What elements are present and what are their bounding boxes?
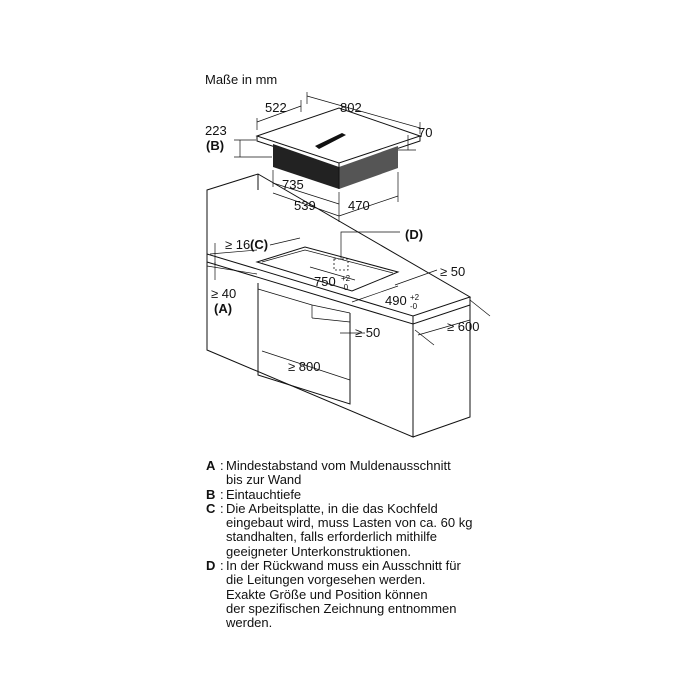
cooktop-dimensions <box>234 92 421 222</box>
legend-item-d: D: In der Rückwand muss ein Ausschnitt f… <box>206 558 526 631</box>
legend-separator: : <box>220 500 224 516</box>
legend-key: B <box>206 486 216 502</box>
vent-strip-icon <box>315 133 346 149</box>
dim-735: 735 <box>282 177 304 192</box>
legend-key: C <box>206 500 216 516</box>
dim-70: 70 <box>418 125 432 140</box>
legend-item-b: B: Eintauchtiefe <box>206 486 526 502</box>
dim-40: ≥ 40 <box>211 286 236 301</box>
legend-text: Mindestabstand vom Muldenausschnitt bis … <box>226 458 451 488</box>
worktop-dimensions <box>206 237 491 381</box>
dim-b: (B) <box>206 138 224 153</box>
legend-text: In der Rückwand muss ein Ausschnitt für … <box>226 558 461 631</box>
dim-223: 223 <box>205 123 227 138</box>
dim-490-tol-minus: -0 <box>410 302 418 311</box>
legend-key: A <box>206 458 216 473</box>
dim-750-tol-plus: +2 <box>341 274 351 283</box>
legend-key: D <box>206 558 216 574</box>
dim-750-tol-minus: -0 <box>341 283 349 292</box>
legend-separator: : <box>220 558 224 574</box>
legend-item-a: A: Mindestabstand vom Muldenausschnitt b… <box>206 458 526 488</box>
dim-539: 539 <box>294 198 316 213</box>
legend-text: Eintauchtiefe <box>226 486 302 502</box>
legend: A: Mindestabstand vom Muldenausschnitt b… <box>206 458 526 631</box>
worktop-cabinet-drawing <box>206 173 472 438</box>
dim-800: ≥ 800 <box>288 359 320 374</box>
dim-50-below: ≥ 50 <box>355 325 380 340</box>
dim-802: 802 <box>340 100 362 115</box>
dim-d: (D) <box>405 227 423 242</box>
dim-750: 750 <box>314 274 336 289</box>
legend-separator: : <box>220 486 224 502</box>
dim-522: 522 <box>265 100 287 115</box>
legend-separator: : <box>220 458 224 473</box>
dim-490: 490 <box>385 293 407 308</box>
installation-diagram: Maße in mm <box>205 72 491 438</box>
dim-490-tol-plus: +2 <box>410 293 420 302</box>
dim-c: (C) <box>250 237 268 252</box>
dim-a: (A) <box>214 301 232 316</box>
dim-50-right: ≥ 50 <box>440 264 465 279</box>
legend-text: Die Arbeitsplatte, in die das Kochfeld e… <box>226 500 473 559</box>
diagram-title: Maße in mm <box>205 72 277 87</box>
dim-600: ≥ 600 <box>447 319 479 334</box>
dim-16: ≥ 16 <box>225 237 250 252</box>
legend-item-c: C: Die Arbeitsplatte, in die das Kochfel… <box>206 500 526 559</box>
cooktop-drawing <box>255 107 422 189</box>
dim-470: 470 <box>348 198 370 213</box>
